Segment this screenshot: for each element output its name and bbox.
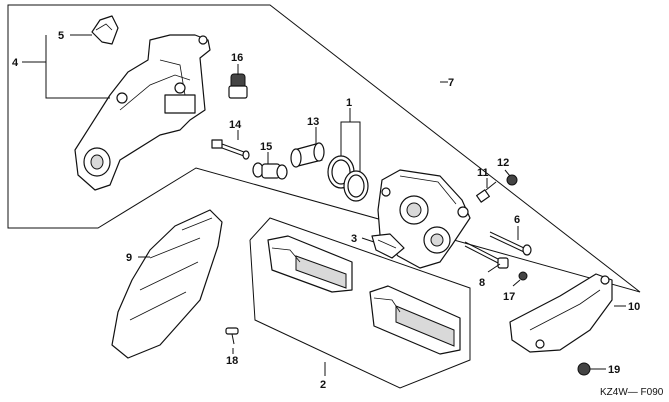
caliper-body [377, 169, 471, 269]
screw-part-18 [225, 327, 239, 345]
brake-pad-lower [369, 285, 461, 355]
callout-17: 17 [503, 291, 515, 303]
guard-part-10 [509, 273, 613, 353]
pad-retainer-part-3 [371, 233, 405, 259]
boot-part-15 [252, 162, 288, 180]
bleeder-part-11 [476, 181, 497, 203]
bleeder-cap-part-12 [506, 174, 518, 186]
pad-pin-part-6 [489, 231, 532, 256]
callout-4: 4 [12, 57, 19, 69]
pin-bolt-part-14 [211, 139, 250, 160]
callout-2: 2 [320, 379, 326, 391]
callout-19: 19 [608, 364, 620, 376]
leader-lines [22, 34, 626, 376]
callout-14: 14 [229, 119, 242, 131]
caliper-bracket-part-4 [74, 34, 211, 191]
group-outline-2 [249, 217, 471, 389]
callout-1: 1 [346, 97, 352, 109]
piston-seals-part-1 [327, 155, 369, 202]
callout-10: 10 [628, 301, 640, 313]
callout-11: 11 [477, 167, 489, 179]
disc-cover-part-9 [111, 209, 223, 359]
callout-8: 8 [479, 277, 485, 289]
callout-12: 12 [497, 157, 509, 169]
brake-pad-upper [267, 235, 353, 293]
diagram-code: KZ4W— F090 [600, 387, 664, 398]
pad-spring-part-5 [91, 15, 119, 45]
bolt-part-16 [228, 73, 248, 99]
piston-part-13 [290, 142, 325, 168]
callout-7: 7 [448, 77, 454, 89]
callout-15: 15 [260, 141, 272, 153]
callout-5: 5 [58, 30, 64, 42]
callout-16: 16 [231, 52, 243, 64]
callout-18: 18 [226, 355, 238, 367]
callout-3: 3 [351, 233, 357, 245]
pin-bolt-part-8 [464, 241, 509, 269]
callout-13: 13 [307, 116, 319, 128]
callout-9: 9 [126, 252, 132, 264]
callout-6: 6 [514, 214, 520, 226]
plug-part-17 [518, 271, 528, 281]
